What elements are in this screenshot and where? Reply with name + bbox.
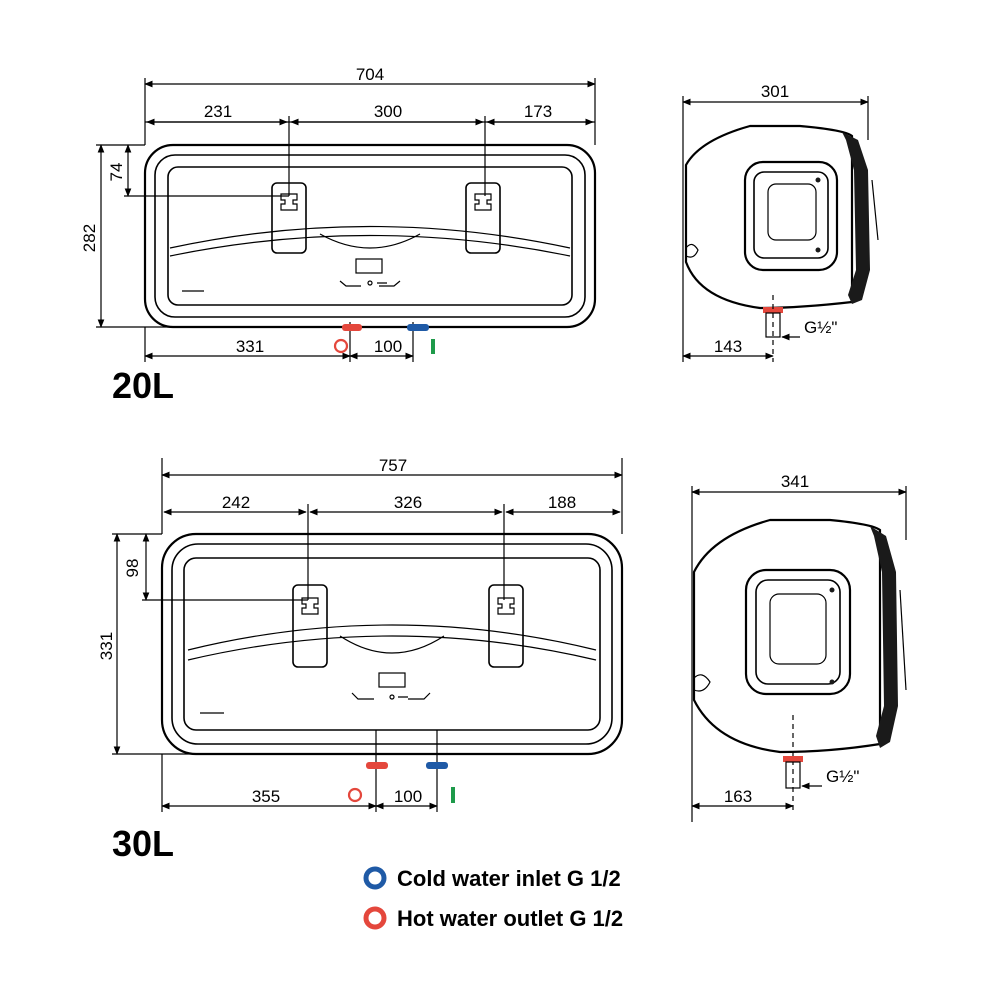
dim-left-to-hook-30l: 242 [222, 493, 250, 512]
dim-pipe-offset-20l: 143 [714, 337, 742, 356]
hot-outlet-legend-label: Hot water outlet G 1/2 [397, 906, 623, 931]
dim-left-to-outlet-30l: 355 [252, 787, 280, 806]
side-cover-30l [870, 526, 898, 748]
front-arc-inner [187, 635, 597, 661]
dim-hook-to-right-30l: 188 [548, 493, 576, 512]
mounting-bracket-left [292, 584, 328, 668]
tank-inner-panel [167, 166, 573, 306]
dim-hook-to-right-20l: 173 [524, 102, 552, 121]
control-buttons [339, 280, 401, 287]
mounting-bracket-right [488, 584, 524, 668]
thread-label-30l: G½" [826, 767, 859, 786]
tank-outer-outline [160, 532, 624, 756]
bracket-hook-right [474, 193, 492, 211]
side-panel-window-20l [767, 183, 817, 241]
tank-second-outline [171, 543, 613, 745]
dim-hook-height-20l: 74 [107, 163, 126, 182]
tank-second-outline [154, 154, 586, 318]
hot-outlet-pipe-20l [342, 324, 362, 331]
ground-mark-20l [431, 339, 435, 354]
side-screw-top-20l [815, 177, 821, 183]
side-pipe-30l [785, 761, 801, 789]
control-knob [389, 694, 395, 700]
dim-pipe-spacing-20l: 100 [374, 337, 402, 356]
cold-inlet-legend-icon [363, 866, 387, 890]
side-panel-inner-20l [753, 171, 829, 259]
front-bulge [339, 635, 445, 654]
side-cover-20l [842, 132, 870, 304]
cold-inlet-legend-label: Cold water inlet G 1/2 [397, 866, 621, 891]
side-fitting-30l [693, 674, 711, 692]
dim-depth-30l: 341 [781, 472, 809, 491]
side-panel-window-30l [769, 593, 827, 665]
dim-pipe-spacing-30l: 100 [394, 787, 422, 806]
side-pipe-hot-ring-30l [783, 756, 803, 762]
side-fitting-20l [685, 243, 699, 258]
tank-outer-outline [143, 143, 597, 329]
dim-left-to-hook-20l: 231 [204, 102, 232, 121]
model-label-20l: 20L [112, 365, 174, 406]
front-bulge [319, 233, 421, 249]
front-arc-inner [169, 234, 571, 257]
hot-outlet-pipe-30l [366, 762, 388, 769]
ground-mark-30l [451, 787, 455, 803]
hot-outlet-symbol-30l [347, 787, 363, 803]
cold-inlet-pipe-30l [426, 762, 448, 769]
side-cover-edge-20l [871, 179, 879, 241]
bracket-hook-left [280, 193, 298, 211]
legend: Cold water inlet G 1/2 Hot water outlet … [363, 866, 623, 931]
hot-outlet-legend-icon [363, 906, 387, 930]
front-arc [169, 225, 571, 249]
dim-hook-spacing-30l: 326 [394, 493, 422, 512]
side-screw-top-30l [829, 587, 835, 593]
front-arc [187, 624, 597, 651]
dim-left-to-outlet-20l: 331 [236, 337, 264, 356]
dim-depth-20l: 301 [761, 82, 789, 101]
control-buttons [351, 692, 431, 700]
thread-label-20l: G½" [804, 318, 837, 337]
cold-inlet-pipe-20l [407, 324, 429, 331]
side-cover-edge-30l [899, 589, 907, 691]
front-view-20l: 704 231 300 173 74 282 331 100 20L [80, 65, 597, 406]
hot-outlet-symbol-20l [333, 338, 349, 354]
dim-total-height-30l: 331 [97, 632, 116, 660]
tank-inner-panel [183, 557, 601, 731]
dim-pipe-offset-30l: 163 [724, 787, 752, 806]
side-screw-bottom-30l [829, 679, 835, 685]
side-panel-20l [743, 160, 839, 272]
bracket-hook-left [301, 597, 319, 615]
dim-total-width-30l: 757 [379, 456, 407, 475]
mounting-bracket-right [465, 182, 501, 254]
model-label-30l: 30L [112, 823, 174, 864]
side-view-30l: 341 163 G½" [691, 472, 907, 822]
dim-total-height-20l: 282 [80, 224, 99, 252]
control-display [378, 672, 406, 688]
bracket-hook-right [497, 597, 515, 615]
side-view-20l: 301 143 G½" [682, 82, 879, 362]
dim-hook-spacing-20l: 300 [374, 102, 402, 121]
side-screw-bottom-20l [815, 247, 821, 253]
side-panel-30l [744, 568, 852, 696]
front-view-30l: 757 242 326 188 98 331 355 100 30L [97, 456, 624, 864]
side-shell-30l [692, 518, 882, 754]
control-display [355, 258, 383, 274]
side-panel-inner-30l [755, 579, 841, 685]
dim-hook-height-30l: 98 [123, 559, 142, 578]
side-shell-20l [684, 124, 854, 310]
side-pipe-hot-ring-20l [763, 307, 783, 313]
control-knob [367, 280, 373, 286]
dim-total-width-20l: 704 [356, 65, 384, 84]
